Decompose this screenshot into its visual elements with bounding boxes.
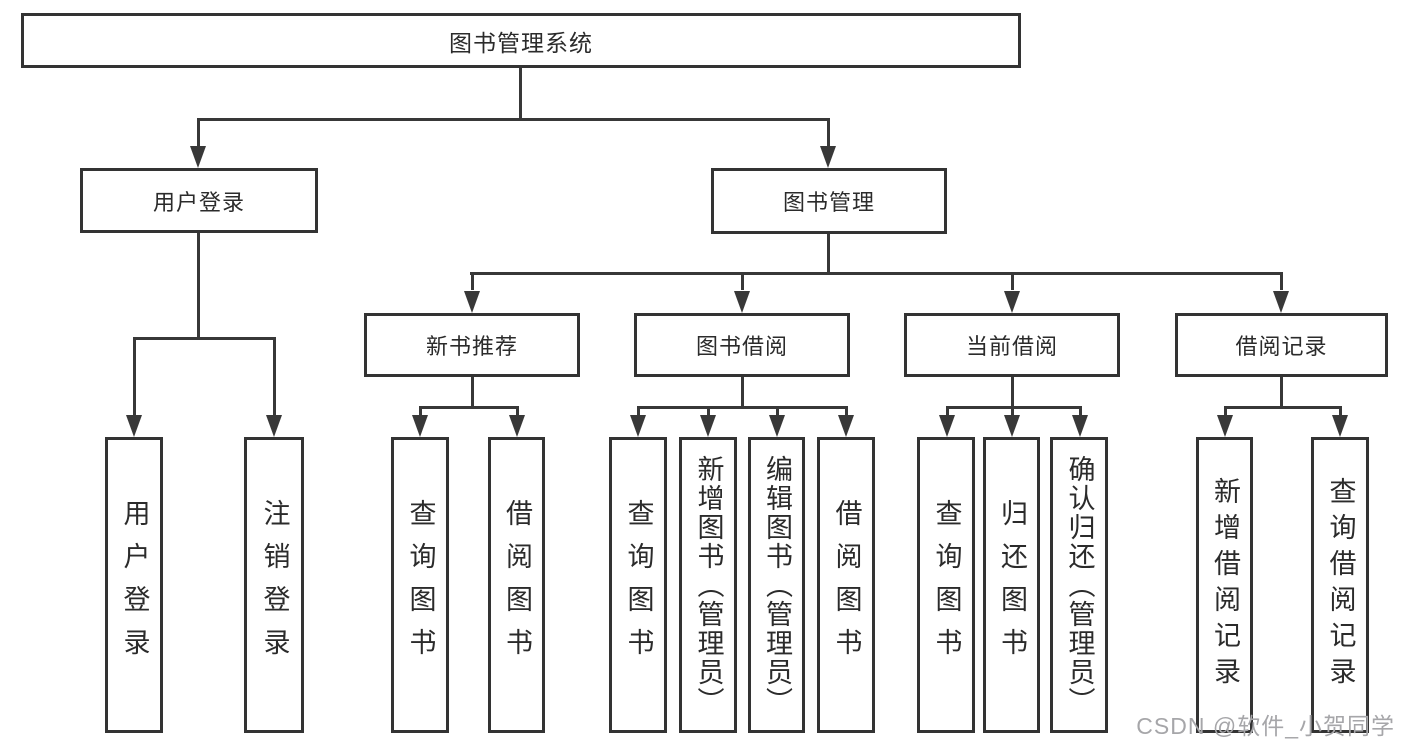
connector-drop xyxy=(707,406,710,416)
arrow-down-icon xyxy=(734,291,750,313)
arrow-down-icon xyxy=(700,415,716,437)
connector-drop xyxy=(1224,406,1227,416)
node-label: 新书推荐 xyxy=(425,334,518,359)
arrow-down-icon xyxy=(838,415,854,437)
connector-stem xyxy=(827,234,830,272)
leaf-borrow-books: 借阅图书 xyxy=(817,437,875,733)
connector-stem xyxy=(471,377,474,406)
node-user-login: 用户登录 xyxy=(80,168,318,233)
connector-drop xyxy=(471,272,474,290)
connector-drop xyxy=(1339,406,1342,416)
connector-bus xyxy=(470,272,1282,275)
connector-drop xyxy=(1079,406,1082,416)
leaf-edit-books-admin: 编辑图书（管理员） xyxy=(748,437,805,733)
leaf-borrow-books: 借阅图书 xyxy=(488,437,545,733)
leaf-label: 归还图书 xyxy=(997,499,1027,671)
connector-drop xyxy=(1011,406,1014,416)
leaf-user-login: 用户登录 xyxy=(105,437,163,733)
arrow-down-icon xyxy=(126,415,142,437)
leaf-label: 注销登录 xyxy=(259,499,290,671)
connector-drop xyxy=(845,406,848,416)
node-borrow-records: 借阅记录 xyxy=(1175,313,1388,377)
leaf-label: 借阅图书 xyxy=(502,499,532,671)
node-label: 图书管理系统 xyxy=(449,29,593,56)
node-label: 借阅记录 xyxy=(1235,334,1328,359)
node-book-management: 图书管理 xyxy=(711,168,947,234)
node-label: 当前借阅 xyxy=(965,334,1058,359)
leaf-label: 新增借阅记录 xyxy=(1210,477,1240,693)
leaf-add-books-admin: 新增图书（管理员） xyxy=(679,437,737,733)
node-library-system: 图书管理系统 xyxy=(21,13,1021,68)
connector-drop xyxy=(1011,272,1014,290)
leaf-label: 查询图书 xyxy=(931,499,962,671)
connector-level1-bus xyxy=(197,118,830,121)
connector-stem xyxy=(741,377,744,406)
leaf-label: 用户登录 xyxy=(119,499,150,671)
arrow-down-icon xyxy=(464,291,480,313)
connector-drop xyxy=(273,337,276,417)
connector-bus xyxy=(133,337,275,340)
connector-drop xyxy=(133,337,136,417)
arrow-down-icon xyxy=(509,415,525,437)
arrow-down-icon xyxy=(190,146,206,168)
connector-drop xyxy=(637,406,640,416)
connector-drop xyxy=(776,406,779,416)
connector-stem xyxy=(197,233,200,337)
connector-drop xyxy=(516,406,519,416)
leaf-label: 确认归还（管理员） xyxy=(1064,454,1095,716)
leaf-query-books: 查询图书 xyxy=(917,437,975,733)
arrow-down-icon xyxy=(1332,415,1348,437)
connector-bus xyxy=(1224,406,1341,409)
connector-drop xyxy=(741,272,744,290)
connector-bus xyxy=(946,406,1082,409)
connector-bus xyxy=(419,406,519,409)
leaf-query-books: 查询图书 xyxy=(609,437,667,733)
arrow-down-icon xyxy=(412,415,428,437)
arrow-down-icon xyxy=(769,415,785,437)
connector-bus xyxy=(637,406,847,409)
leaf-label: 查询图书 xyxy=(405,499,436,671)
connector-root-stem xyxy=(519,68,522,118)
leaf-logout: 注销登录 xyxy=(244,437,304,733)
arrow-down-icon xyxy=(1004,291,1020,313)
leaf-label: 查询图书 xyxy=(623,499,654,671)
connector-stem xyxy=(1011,377,1014,406)
node-label: 图书管理 xyxy=(782,190,875,215)
leaf-query-borrow-record: 查询借阅记录 xyxy=(1311,437,1369,733)
arrow-down-icon xyxy=(820,146,836,168)
node-new-book-recommend: 新书推荐 xyxy=(364,313,580,377)
arrow-down-icon xyxy=(266,415,282,437)
arrow-down-icon xyxy=(1072,415,1088,437)
connector-drop xyxy=(197,118,200,150)
leaf-label: 新增图书（管理员） xyxy=(693,454,724,716)
node-book-borrow: 图书借阅 xyxy=(634,313,850,377)
leaf-label: 查询借阅记录 xyxy=(1325,477,1356,693)
connector-drop xyxy=(1280,272,1283,290)
arrow-down-icon xyxy=(1004,415,1020,437)
node-label: 用户登录 xyxy=(152,189,245,215)
arrow-down-icon xyxy=(630,415,646,437)
watermark: CSDN @软件_小贺同学 xyxy=(1136,713,1395,739)
arrow-down-icon xyxy=(1217,415,1233,437)
leaf-query-books: 查询图书 xyxy=(391,437,449,733)
node-current-borrow: 当前借阅 xyxy=(904,313,1120,377)
arrow-down-icon xyxy=(939,415,955,437)
connector-drop xyxy=(946,406,949,416)
leaf-label: 借阅图书 xyxy=(831,499,862,671)
node-label: 图书借阅 xyxy=(695,334,788,359)
leaf-return-books: 归还图书 xyxy=(983,437,1040,733)
leaf-label: 编辑图书（管理员） xyxy=(762,454,792,716)
connector-drop xyxy=(419,406,422,416)
leaf-add-borrow-record: 新增借阅记录 xyxy=(1196,437,1253,733)
connector-drop xyxy=(827,118,830,150)
connector-stem xyxy=(1280,377,1283,406)
leaf-confirm-return-admin: 确认归还（管理员） xyxy=(1050,437,1108,733)
arrow-down-icon xyxy=(1273,291,1289,313)
